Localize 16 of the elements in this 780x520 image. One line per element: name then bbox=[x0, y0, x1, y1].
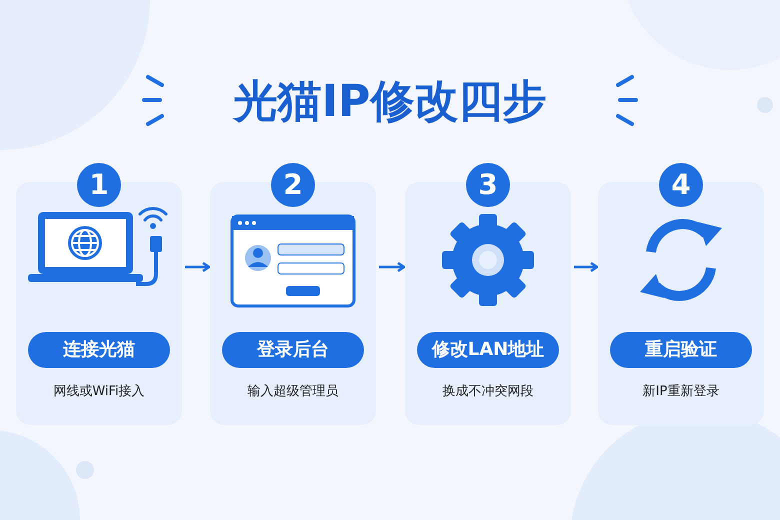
step-title-pill: 登录后台 bbox=[222, 332, 364, 368]
step-number-badge: 1 bbox=[77, 163, 121, 207]
step-title-pill: 重启验证 bbox=[610, 332, 752, 368]
step-number-badge: 2 bbox=[271, 163, 315, 207]
arrow bbox=[185, 262, 210, 272]
arrow bbox=[574, 262, 598, 272]
arrow bbox=[379, 262, 406, 272]
step-title-pill: 连接光猫 bbox=[28, 332, 170, 368]
step-description: 网线或WiFi接入 bbox=[53, 383, 145, 400]
step-description: 换成不冲突网段 bbox=[442, 383, 534, 400]
step-description: 输入超级管理员 bbox=[248, 383, 338, 400]
step-number-badge: 3 bbox=[466, 163, 510, 207]
step-number-badge: 4 bbox=[659, 163, 703, 207]
step-title-pill: 修改LAN地址 bbox=[417, 332, 559, 368]
title: 光猫IP修改四步 bbox=[234, 75, 546, 129]
step-description: 新IP重新登录 bbox=[642, 383, 720, 400]
